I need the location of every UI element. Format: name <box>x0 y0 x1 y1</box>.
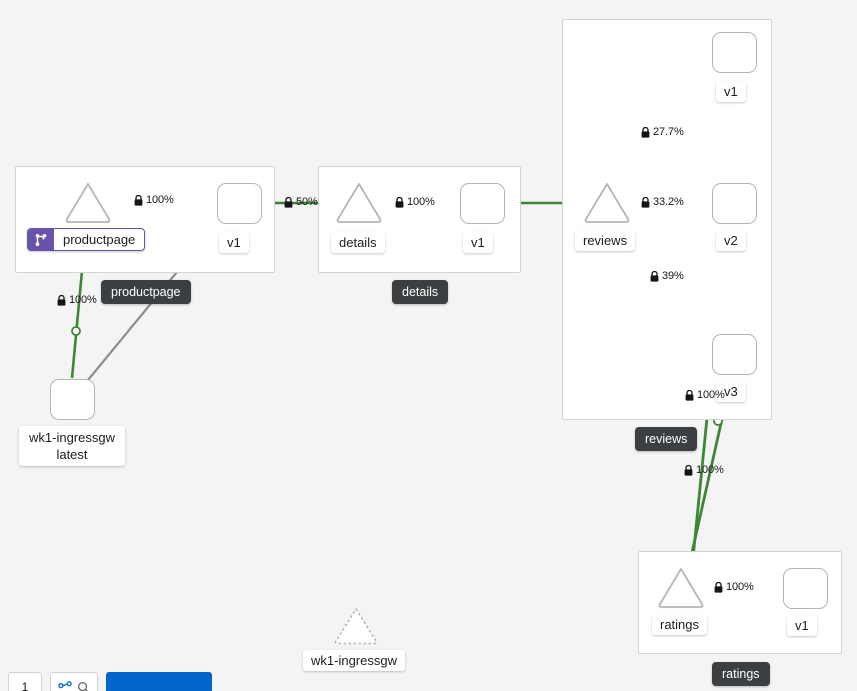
lock-icon <box>650 270 659 282</box>
edge-label-text: 100% <box>407 196 435 208</box>
edge-label-reviews-service-to-v1[interactable]: 27.7% <box>641 126 684 138</box>
node-label-details-v1[interactable]: v1 <box>463 232 493 253</box>
edge-label-productpage-v1-to-details[interactable]: 50% <box>284 196 318 208</box>
search-icon <box>77 681 89 691</box>
edge-label-text: 27.7% <box>653 126 684 138</box>
lock-icon <box>685 389 694 401</box>
edge-label-text: 100% <box>696 464 724 476</box>
primary-action-button[interactable] <box>106 672 212 691</box>
workload-node-reviews-v3[interactable] <box>712 334 757 375</box>
workload-node-productpage-v1[interactable] <box>217 183 262 224</box>
graph-toolbar[interactable]: 1 <box>8 672 212 691</box>
lock-icon <box>684 464 693 476</box>
node-label-ratings[interactable]: ratings <box>652 614 708 635</box>
node-label-line-1: wk1-ingressgw <box>29 430 115 445</box>
fit-to-screen-button[interactable] <box>50 672 98 691</box>
workload-node-reviews-v1[interactable] <box>712 32 757 73</box>
edge-label-reviews-service-to-v3[interactable]: 39% <box>650 270 684 282</box>
lock-icon <box>641 196 650 208</box>
graph-layout-icon <box>58 680 72 688</box>
lock-icon <box>134 194 143 206</box>
edge-label-productpage-service-to-v1[interactable]: 100% <box>134 194 174 206</box>
virtual-service-icon <box>28 229 54 250</box>
lock-icon <box>395 196 404 208</box>
node-label-wk1-ingressgw-latest[interactable]: wk1-ingressgw latest <box>19 426 125 466</box>
edge-label-text: 50% <box>296 196 318 208</box>
app-box-label-details[interactable]: details <box>392 280 449 304</box>
lock-icon <box>714 581 723 593</box>
node-label-reviews-v1[interactable]: v1 <box>716 81 746 102</box>
edge-label-text: 100% <box>146 194 174 206</box>
lock-icon <box>641 126 650 138</box>
node-label-details[interactable]: details <box>331 232 385 253</box>
edge-label-text: 39% <box>662 270 684 282</box>
edge-label-ingress-to-productpage-service[interactable]: 100% <box>57 294 97 306</box>
edge-label-text: 33.2% <box>653 196 684 208</box>
edge-label-ratings-service-to-v1[interactable]: 100% <box>714 581 754 593</box>
edge-midpoint-marker <box>71 326 81 336</box>
node-label-ratings-v1[interactable]: v1 <box>787 615 817 636</box>
app-box-label-ratings[interactable]: ratings <box>712 662 770 686</box>
node-label-productpage-v1[interactable]: v1 <box>219 232 249 253</box>
zoom-level-label: 1 <box>21 680 29 691</box>
edge-label-text: 100% <box>697 389 725 401</box>
app-box-label-productpage[interactable]: productpage <box>101 280 191 304</box>
edge-label-text: 100% <box>69 294 97 306</box>
node-label-text: productpage <box>63 232 136 247</box>
workload-node-reviews-v2[interactable] <box>712 183 757 224</box>
node-label-reviews-v3[interactable]: v3 <box>716 381 746 402</box>
edge-label-reviews-service-to-v2[interactable]: 33.2% <box>641 196 684 208</box>
edge-label-reviews-v2-to-ratings[interactable]: 100% <box>684 464 724 476</box>
edge-label-text: 100% <box>726 581 754 593</box>
lock-icon <box>57 294 66 306</box>
workload-node-details-v1[interactable] <box>460 183 505 224</box>
node-label-wk1-ingressgw[interactable]: wk1-ingressgw <box>303 650 405 671</box>
node-label-productpage[interactable]: productpage <box>27 228 146 251</box>
node-label-reviews[interactable]: reviews <box>575 230 636 251</box>
zoom-level-button[interactable]: 1 <box>8 672 42 691</box>
node-label-reviews-v2[interactable]: v2 <box>716 230 746 251</box>
app-box-label-reviews[interactable]: reviews <box>635 427 698 451</box>
workload-node-ratings-v1[interactable] <box>783 568 828 609</box>
edge-label-details-service-to-v1[interactable]: 100% <box>395 196 435 208</box>
workload-node-wk1-ingressgw-latest[interactable] <box>50 379 95 420</box>
edge-label-reviews-v3-to-ratings[interactable]: 100% <box>685 389 725 401</box>
node-label-line-2: latest <box>56 447 88 462</box>
lock-icon <box>284 196 293 208</box>
